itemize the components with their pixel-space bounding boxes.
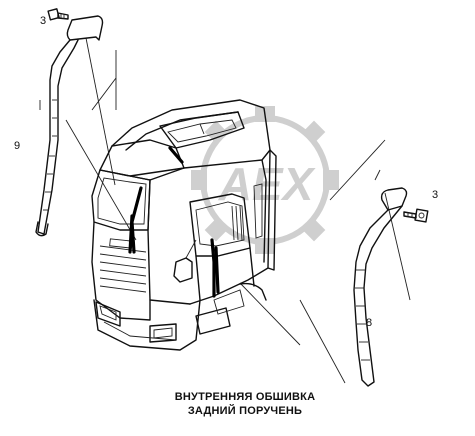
callout-bolt-right: 3 xyxy=(432,189,438,201)
truck-cab xyxy=(91,99,277,351)
callout-handrail-right: 8 xyxy=(366,317,372,329)
watermark-text: AEX xyxy=(218,158,316,210)
handrail-left xyxy=(35,15,104,237)
bolt-left xyxy=(47,8,69,21)
handrail-right xyxy=(353,187,408,387)
callout-bolt-left: 3 xyxy=(40,15,46,27)
caption-line-1: ВНУТРЕННЯЯ ОБШИВКА xyxy=(174,391,316,403)
leader-lines xyxy=(39,37,411,384)
callout-handrail-left: 9 xyxy=(14,140,20,152)
bolt-right xyxy=(403,208,429,223)
caption-line-2: ЗАДНИЙ ПОРУЧЕНЬ xyxy=(187,405,303,417)
interior-trim-highlight xyxy=(128,146,220,298)
